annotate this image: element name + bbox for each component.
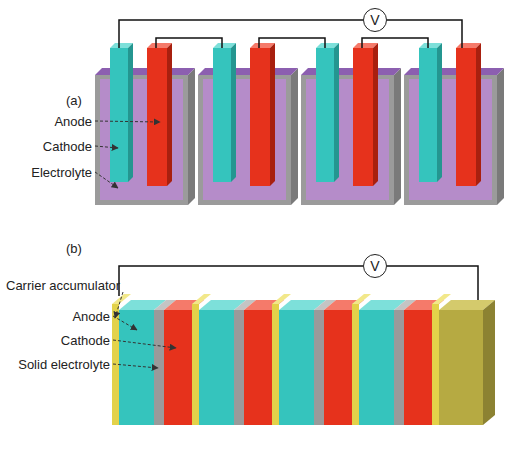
- cell-wall: [404, 75, 497, 205]
- electrode-cyan: [213, 48, 231, 182]
- voltmeter-circle: V: [363, 8, 387, 32]
- voltmeter-label: V: [370, 13, 379, 27]
- cell-wall-side: [497, 68, 504, 205]
- series-wires: [119, 20, 462, 48]
- electrode-side: [437, 43, 442, 182]
- stack-layer: [439, 310, 483, 425]
- stack-layer: [404, 310, 432, 425]
- cell-wall-side: [188, 68, 195, 205]
- electrode-cyan: [110, 48, 128, 182]
- voltmeter-circle: V: [363, 254, 387, 278]
- electrode-cyan: [316, 48, 334, 182]
- electrode-side: [128, 43, 133, 182]
- part-label: Cathode: [43, 139, 92, 154]
- electrode-side: [373, 43, 378, 186]
- stack-layer: [272, 304, 279, 425]
- panel-label: (a): [66, 93, 82, 108]
- part-label: Cathode: [61, 333, 110, 348]
- cell-wall: [198, 75, 291, 205]
- stack-layer: [352, 304, 359, 425]
- electrode-side: [231, 43, 236, 182]
- cell-wall-side: [291, 68, 298, 205]
- electrode-cyan: [419, 48, 437, 182]
- part-label: Solid electrolyte: [18, 357, 110, 372]
- stack-layer: [164, 310, 192, 425]
- stack-side: [483, 300, 495, 425]
- cell-wall: [301, 75, 394, 205]
- electrode-red: [147, 48, 167, 186]
- electrode-side: [334, 43, 339, 182]
- electrode-red: [353, 48, 373, 186]
- stack-wires: [119, 266, 478, 300]
- cell-wall: [95, 75, 188, 205]
- stack-layer: [314, 310, 324, 425]
- part-label: Anode: [72, 309, 110, 324]
- stack-layer: [432, 304, 439, 425]
- stack-layer: [394, 310, 404, 425]
- leader-lines: [95, 121, 176, 368]
- liquid-cells: [95, 43, 504, 205]
- stack-layer: [244, 310, 272, 425]
- stack-layer: [199, 310, 234, 425]
- stack-layer: [192, 304, 199, 425]
- part-label: Anode: [54, 114, 92, 129]
- stack-layer: [324, 310, 352, 425]
- stack-layer: [359, 310, 394, 425]
- electrode-side: [270, 43, 275, 186]
- part-label: Carrier accumulator: [6, 278, 120, 293]
- cell-wall-side: [394, 68, 401, 205]
- electrode-side: [476, 43, 481, 186]
- panel-label: (b): [66, 241, 82, 256]
- stack-layer: [279, 310, 314, 425]
- electrode-red: [456, 48, 476, 186]
- voltmeter-label: V: [370, 259, 379, 273]
- electrode-side: [167, 43, 172, 186]
- electrode-red: [250, 48, 270, 186]
- solid-state-stack: [112, 294, 495, 425]
- part-label: Electrolyte: [31, 165, 92, 180]
- stack-layer: [234, 310, 244, 425]
